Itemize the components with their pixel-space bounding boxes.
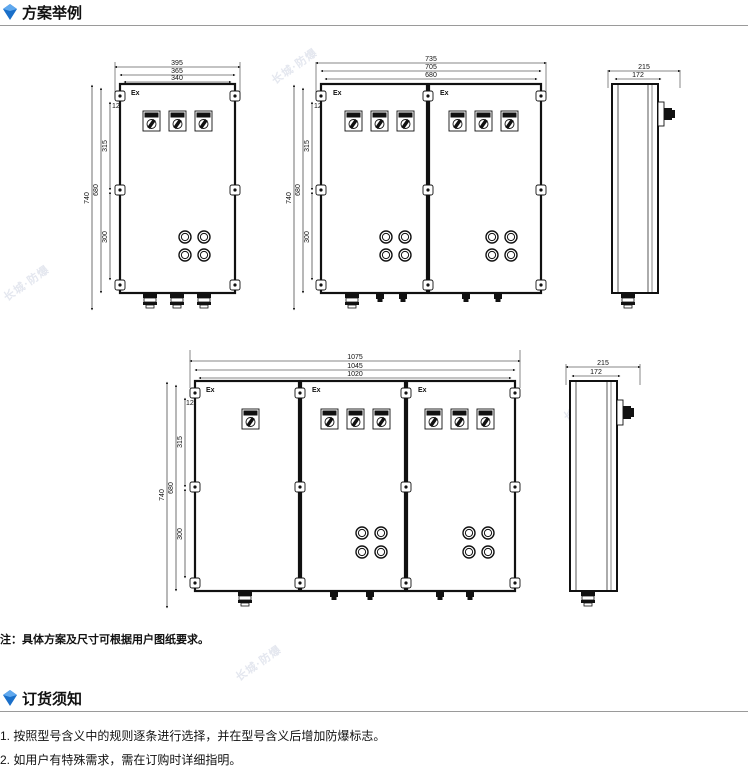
svg-text:735: 735 (425, 56, 437, 63)
dim-label: 365 (171, 68, 183, 75)
svg-text:680: 680 (93, 184, 100, 196)
section-header-order: 订货须知 (0, 686, 750, 712)
section-divider (0, 25, 748, 26)
svg-text:740: 740 (159, 489, 166, 501)
svg-text:Ex: Ex (131, 90, 140, 97)
svg-text:315: 315 (102, 140, 109, 152)
diamond-gem-icon (3, 690, 17, 706)
svg-text:315: 315 (177, 436, 184, 448)
svg-text:172: 172 (590, 369, 602, 376)
svg-text:300: 300 (304, 231, 311, 243)
section-divider (0, 711, 748, 712)
order-item: 2. 如用户有特殊需求，需在订购时详细指明。 (0, 753, 242, 767)
dim-label: 395 (171, 60, 183, 67)
svg-text:12: 12 (112, 103, 120, 110)
diamond-gem-icon (3, 4, 17, 20)
note-text: 注：具体方案及尺寸可根据用户图纸要求。 (0, 634, 209, 646)
svg-text:172: 172 (632, 72, 644, 79)
side-view-1: 215 172 (607, 64, 681, 309)
svg-text:680: 680 (425, 72, 437, 79)
section-title-order: 订货须知 (22, 691, 83, 708)
svg-text:12: 12 (314, 103, 322, 110)
svg-text:680: 680 (168, 482, 175, 494)
svg-text:740: 740 (286, 192, 293, 204)
order-item: 1. 按照型号含义中的规则逐条进行选择，并在型号含义后增加防爆标志。 (0, 729, 386, 743)
svg-text:315: 315 (304, 140, 311, 152)
enclosure-735: 735 705 680 740 680 315 300 12 Ex Ex (286, 56, 547, 311)
svg-text:300: 300 (102, 231, 109, 243)
svg-text:300: 300 (177, 528, 184, 540)
side-view-2: 215 172 (565, 360, 641, 607)
svg-text:Ex: Ex (440, 90, 449, 97)
svg-text:Ex: Ex (312, 387, 321, 394)
svg-text:12: 12 (186, 400, 194, 407)
svg-text:705: 705 (425, 64, 437, 71)
enclosure-drawings: 395 365 340 740 680 315 300 12 Ex 735 70… (84, 56, 681, 609)
svg-text:215: 215 (638, 64, 650, 71)
svg-text:Ex: Ex (206, 387, 215, 394)
svg-text:740: 740 (84, 192, 91, 204)
svg-text:Ex: Ex (333, 90, 342, 97)
svg-text:1075: 1075 (347, 354, 363, 361)
dim-label: 340 (171, 75, 183, 82)
section-title-plan: 方案举例 (22, 5, 83, 22)
enclosure-395: 395 365 340 740 680 315 300 12 Ex (84, 60, 241, 311)
svg-text:1020: 1020 (347, 371, 363, 378)
section-header-plan: 方案举例 (0, 0, 750, 26)
enclosure-1075: 1075 1045 1020 740 680 315 300 12 Ex Ex … (159, 350, 521, 609)
svg-text:1045: 1045 (347, 363, 363, 370)
svg-text:680: 680 (295, 184, 302, 196)
watermark: 长城·防爆 (233, 643, 284, 684)
svg-text:Ex: Ex (418, 387, 427, 394)
svg-text:215: 215 (597, 360, 609, 367)
